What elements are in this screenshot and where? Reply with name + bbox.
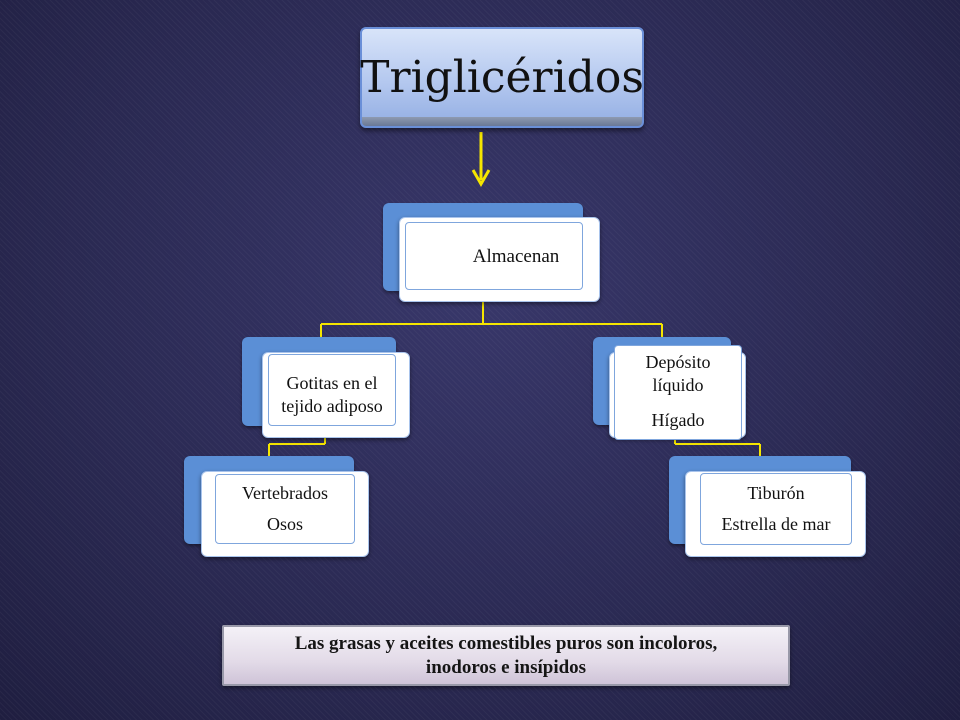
- node-root-label: Almacenan: [472, 245, 560, 267]
- node-left-child-label-box: Vertebrados Osos: [215, 474, 355, 544]
- node-left-label-box: Gotitas en el tejido adiposo: [268, 354, 396, 426]
- node-right-line2: Hígado: [651, 410, 705, 430]
- node-left-child-line2: Osos: [266, 514, 303, 534]
- node-right-child-line1: Tiburón: [747, 483, 805, 503]
- node-left-label: Gotitas en el tejido adiposo: [281, 373, 383, 416]
- node-right-child-line2: Estrella de mar: [721, 514, 831, 534]
- node-right-child-label-box: Tiburón Estrella de mar: [700, 473, 852, 545]
- bottom-banner-text: Las grasas y aceites comestibles puros s…: [294, 632, 718, 678]
- node-right-line1: Depósito líquido: [645, 352, 711, 395]
- bottom-banner: Las grasas y aceites comestibles puros s…: [222, 625, 790, 686]
- node-right-label-box: Depósito líquido Hígado: [614, 345, 742, 440]
- node-root-label-box: Almacenan: [405, 222, 583, 290]
- node-left-child-line1: Vertebrados: [242, 483, 328, 503]
- title-box: Triglicéridos: [360, 27, 644, 128]
- title-text: Triglicéridos: [360, 52, 644, 103]
- title-arrow-head: [471, 169, 491, 188]
